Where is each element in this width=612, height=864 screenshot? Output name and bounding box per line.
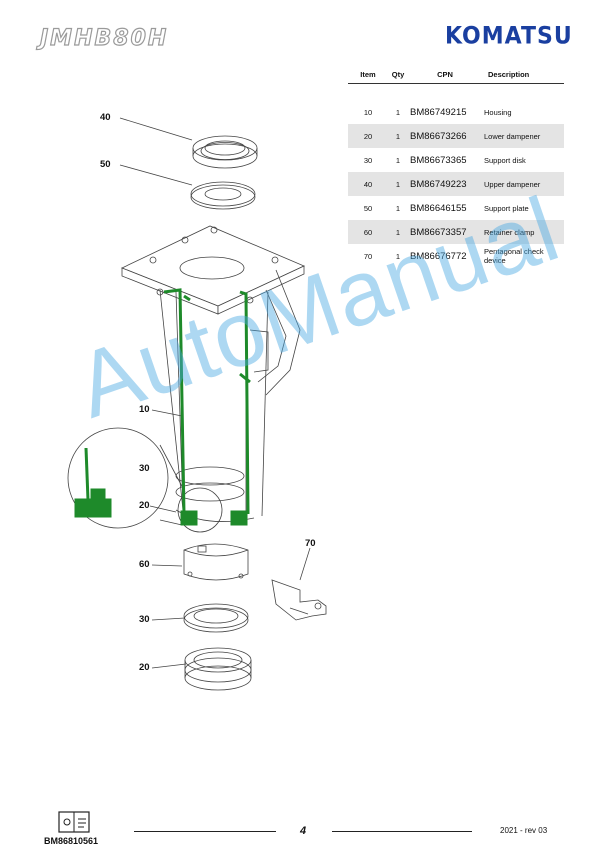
column-header-cpn: CPN xyxy=(408,68,482,84)
callout-20: 20 xyxy=(139,662,150,673)
table-row: 60 1 BM86673357 Retainer clamp xyxy=(348,220,564,244)
item-cell: 60 xyxy=(348,220,388,244)
item-cell: 10 xyxy=(363,107,373,117)
qty-cell: 1 xyxy=(388,172,408,196)
model-name: JMHB80H xyxy=(39,25,169,51)
parts-table-header: Item Qty CPN Description xyxy=(348,68,564,84)
qty-cell: 1 xyxy=(395,155,401,165)
leader-line-70 xyxy=(299,547,311,581)
table-row: 30 1 BM86673365 Support disk xyxy=(348,148,564,172)
table-row: 70 1 BM86676772 Pentagonal check device xyxy=(348,244,564,268)
description-cell: Lower dampener xyxy=(482,124,564,148)
item-cell: 70 xyxy=(363,251,373,261)
cpn-cell: BM86749215 xyxy=(410,106,467,118)
support-disk-part xyxy=(183,603,249,633)
leader-line-40 xyxy=(119,117,193,141)
parts-table: Item Qty CPN Description 10 1 BM86749215… xyxy=(348,68,564,268)
table-row: 10 1 BM86749215 Housing xyxy=(348,100,564,124)
callout-30: 30 xyxy=(139,463,150,474)
table-row: 40 1 BM86749223 Upper dampener xyxy=(348,172,564,196)
description-cell: Retainer clamp xyxy=(482,220,564,244)
callout-70: 70 xyxy=(305,538,316,549)
cpn-cell: BM86673266 xyxy=(408,124,482,148)
page-number: 4 xyxy=(300,825,307,837)
leader-line-60 xyxy=(151,564,183,567)
column-header-description: Description xyxy=(482,68,564,84)
callout-60: 60 xyxy=(139,559,150,570)
qty-cell: 1 xyxy=(388,124,408,148)
pentagonal-check-device-part xyxy=(271,579,327,621)
document-code: BM86810561 xyxy=(44,836,99,846)
detail-magnifier xyxy=(67,427,169,529)
brand-logo: KOMATSU xyxy=(445,22,573,51)
description-cell: Support plate xyxy=(484,203,529,213)
revision-label: 2021 - rev 03 xyxy=(500,826,548,835)
footer-rule-left xyxy=(134,831,276,832)
callout-10: 10 xyxy=(139,404,150,415)
cpn-cell: BM86673357 xyxy=(408,220,482,244)
cpn-cell: BM86676772 xyxy=(410,250,467,262)
leader-line-20b xyxy=(151,663,187,669)
item-cell: 20 xyxy=(348,124,388,148)
section-highlight xyxy=(74,288,251,526)
leader-line-50 xyxy=(119,164,193,186)
qty-cell: 1 xyxy=(395,251,401,261)
table-row: 20 1 BM86673266 Lower dampener xyxy=(348,124,564,148)
leader-line-10 xyxy=(151,409,183,417)
description-cell: Housing xyxy=(484,107,512,117)
callout-30: 30 xyxy=(139,614,150,625)
callout-40: 40 xyxy=(100,112,111,123)
qty-cell: 1 xyxy=(395,203,401,213)
callout-50: 50 xyxy=(100,159,111,170)
support-plate-part xyxy=(190,181,256,210)
item-cell: 50 xyxy=(363,203,373,213)
upper-dampener-part xyxy=(192,135,258,169)
retainer-clamp-part xyxy=(183,543,249,581)
footer-rule-right xyxy=(332,831,472,832)
column-header-item: Item xyxy=(348,68,388,84)
callout-20: 20 xyxy=(139,500,150,511)
description-cell: Upper dampener xyxy=(482,172,564,196)
book-icon xyxy=(58,811,90,833)
item-cell: 30 xyxy=(363,155,373,165)
description-cell: Pentagonal check device xyxy=(484,247,544,265)
leader-line-30b xyxy=(151,617,186,621)
cpn-cell: BM86646155 xyxy=(410,202,467,214)
qty-cell: 1 xyxy=(395,107,401,117)
qty-cell: 1 xyxy=(388,220,408,244)
lower-dampener-part xyxy=(184,647,252,691)
leader-line-20a xyxy=(149,505,177,513)
column-header-qty: Qty xyxy=(388,68,408,84)
item-cell: 40 xyxy=(348,172,388,196)
cpn-cell: BM86749223 xyxy=(408,172,482,196)
description-cell: Support disk xyxy=(484,155,526,165)
cpn-cell: BM86673365 xyxy=(410,154,467,166)
table-row: 50 1 BM86646155 Support plate xyxy=(348,196,564,220)
